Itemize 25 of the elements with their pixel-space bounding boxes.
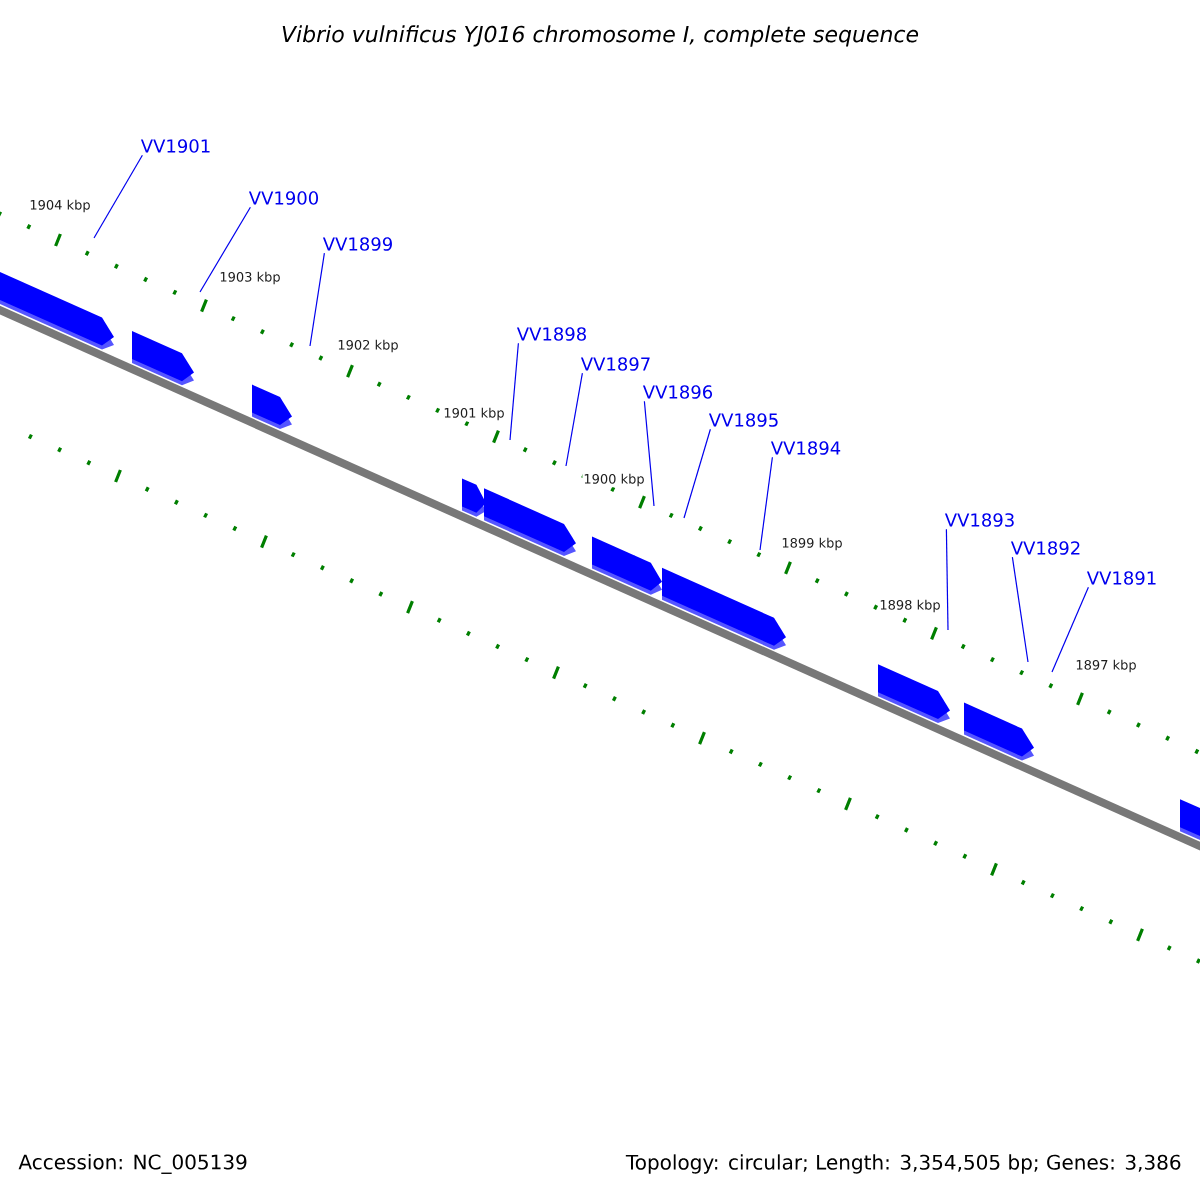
leader-line <box>945 528 949 631</box>
leader-line <box>1051 586 1089 673</box>
leader-line <box>509 342 519 441</box>
accession-text: Accession: NC_005139 <box>18 1154 247 1174</box>
gene-label: VV1894 <box>770 441 841 455</box>
gene-label: VV1896 <box>642 385 713 399</box>
genome-info-text: Topology: circular; Length: 3,354,505 bp; Genes: 3,386 <box>625 1154 1181 1174</box>
gene-label: VV1895 <box>708 413 778 427</box>
gene-label: VV1901 <box>140 139 210 153</box>
gene-label: VV1892 <box>1010 541 1080 555</box>
gene-label: VV1900 <box>248 191 318 205</box>
leader-line <box>93 154 143 239</box>
title: Vibrio vulnificus YJ016 chromosome I, complete sequence <box>282 25 919 47</box>
leader-line <box>565 372 583 467</box>
leader-line <box>759 456 773 551</box>
gene-label: VV1899 <box>322 237 392 251</box>
leader-line <box>643 400 655 507</box>
leader-line <box>683 428 711 519</box>
gene-label: VV1893 <box>944 513 1014 527</box>
gene-label: VV1891 <box>1086 571 1156 585</box>
leader-line <box>1011 556 1029 663</box>
leader-line <box>309 252 325 347</box>
gene-label: VV1897 <box>580 357 650 371</box>
gene-label: VV1898 <box>516 327 586 341</box>
leader-line <box>199 206 251 293</box>
